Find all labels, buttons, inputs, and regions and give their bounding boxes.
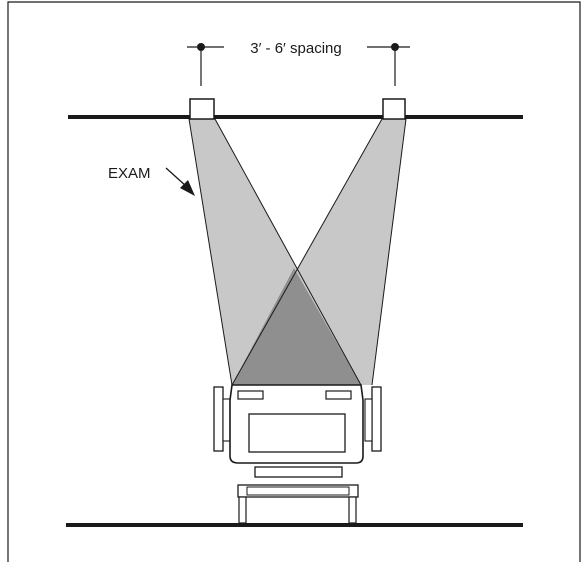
ceiling-line	[68, 115, 523, 119]
diagram-frame	[7, 1, 581, 562]
right-stirrup	[348, 496, 357, 524]
exam-table-footrest	[254, 466, 343, 478]
right-ceiling-light	[382, 98, 406, 120]
right-side-rail-inner	[364, 398, 373, 442]
left-stirrup	[238, 496, 247, 524]
exam-beam-label: EXAM	[108, 165, 151, 182]
beam-edges	[188, 118, 407, 386]
head-slot-right	[325, 390, 352, 400]
right-side-rail	[371, 386, 382, 452]
spacing-label: 3′ - 6′ spacing	[250, 40, 342, 57]
spacing-dimension-left-dot	[197, 43, 205, 51]
left-side-rail-inner	[222, 398, 231, 442]
spacing-dimension	[187, 43, 410, 86]
exam-arrow	[165, 167, 195, 196]
left-ceiling-light	[189, 98, 215, 120]
exam-table-stirrup-inner	[246, 486, 350, 496]
floor-line	[66, 523, 523, 527]
left-side-rail	[213, 386, 224, 452]
exam-arrowhead	[180, 180, 195, 196]
exam-table	[213, 384, 382, 524]
beam-overlap-zone	[232, 268, 361, 385]
exam-table-pad	[248, 413, 346, 453]
head-slot-left	[237, 390, 264, 400]
spacing-dimension-right-dot	[391, 43, 399, 51]
